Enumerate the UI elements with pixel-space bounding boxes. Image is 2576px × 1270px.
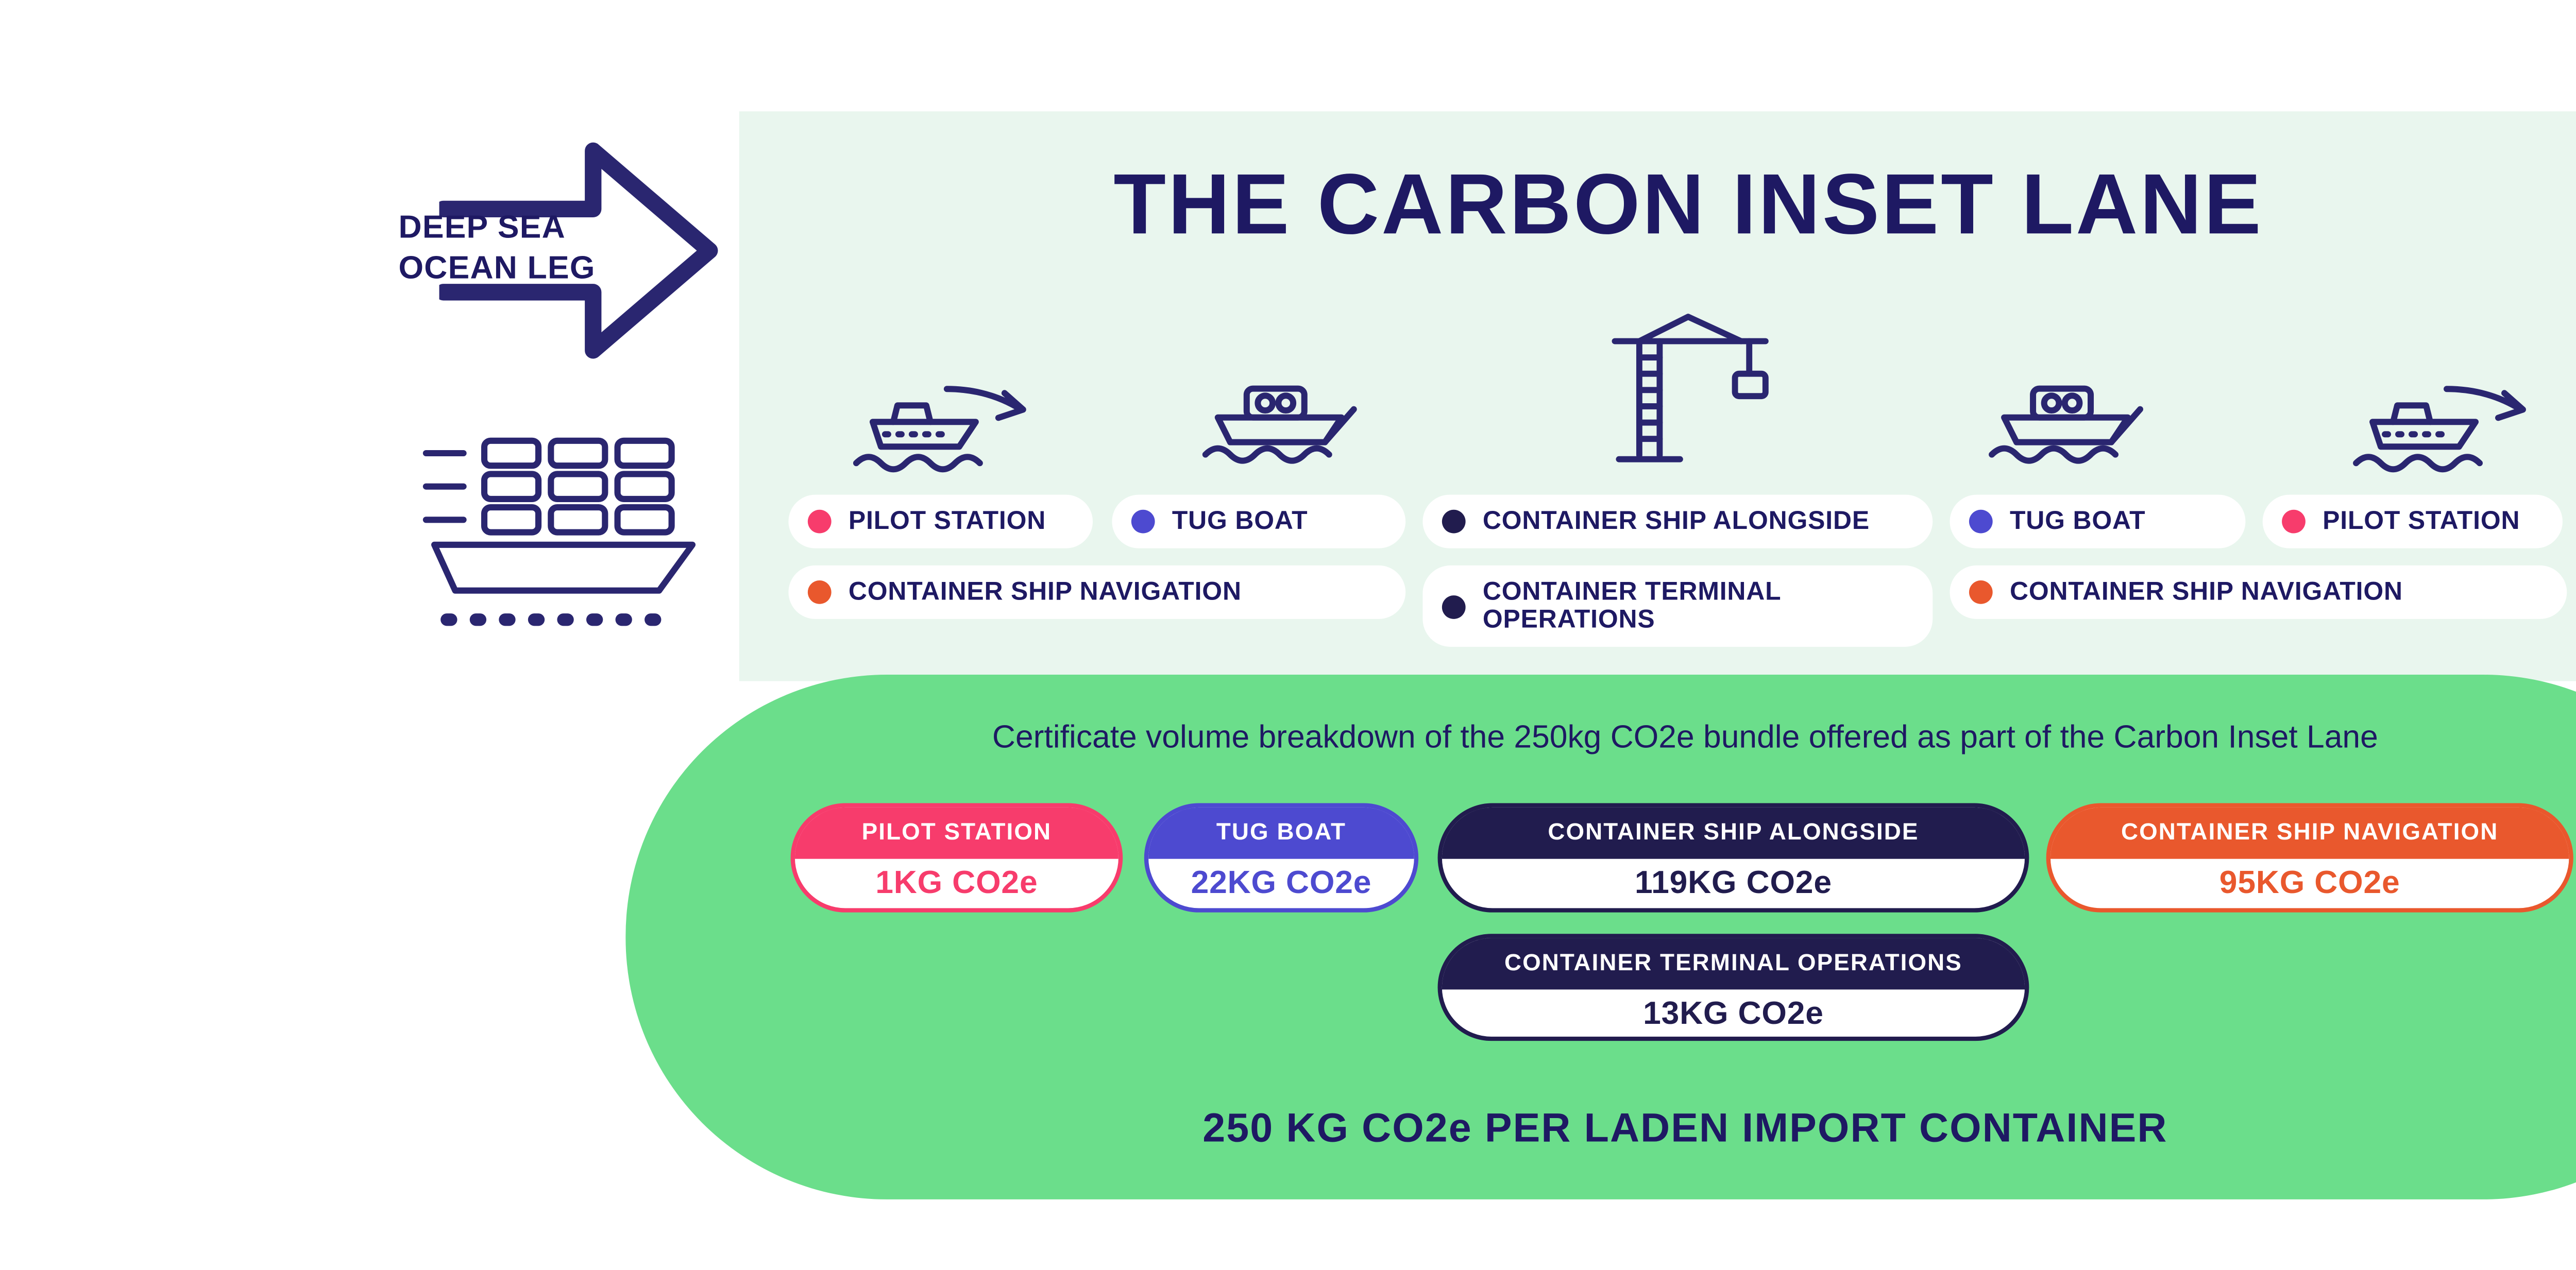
badge-container-ship-navigation: CONTAINER SHIP NAVIGATION 95KG CO2e [2046, 803, 2573, 913]
tug-boat-icon [1202, 385, 1357, 464]
stage-pill-ship-navigation-right: CONTAINER SHIP NAVIGATION [1950, 565, 2567, 619]
stage-pill-pilot-station-right: PILOT STATION [2262, 494, 2563, 548]
deep-sea-leg-left [439, 133, 722, 368]
navy-dot [1442, 594, 1466, 618]
badge-container-terminal-operations: CONTAINER TERMINAL OPERATIONS 13KG CO2e [1437, 934, 2029, 1041]
container-ship-icon [422, 437, 696, 626]
badge-header: TUG BOAT [1148, 807, 1414, 859]
tug-boat-icon-right [1982, 360, 2175, 467]
badge-value: 95KG CO2e [2219, 865, 2400, 902]
tug-boat-icon-left [1196, 360, 1388, 467]
pilot-station-icon-right [2346, 368, 2539, 475]
blue-dot [1969, 509, 1993, 534]
stage-pill-tug-boat-right: TUG BOAT [1950, 494, 2246, 548]
badge-value: 119KG CO2e [1635, 865, 1832, 902]
pilot-boat-icon [2353, 386, 2526, 473]
total-per-container-text: 250 KG CO2e PER LADEN IMPORT CONTAINER [1202, 1107, 2168, 1153]
port-crane-icon [1612, 314, 1769, 462]
navy-dot [1442, 509, 1466, 534]
orange-dot [1969, 580, 1993, 604]
pilot-boat-icon [853, 386, 1026, 473]
deep-sea-leg-left-label: DEEP SEA OCEAN LEG [398, 210, 596, 287]
stage-pill-pilot-station-left: PILOT STATION [788, 494, 1093, 548]
breakdown-intro-text: Certificate volume breakdown of the 250k… [992, 719, 2378, 757]
container-ship-left [411, 424, 707, 642]
badge-header: CONTAINER SHIP NAVIGATION [2050, 807, 2569, 859]
stage-pill-container-ship-alongside: CONTAINER SHIP ALONGSIDE [1422, 494, 1933, 548]
badge-pilot-station: PILOT STATION 1KG CO2e [790, 803, 1123, 913]
stage-pill-tug-boat-left: TUG BOAT [1112, 494, 1406, 548]
container-crane-icon [1564, 313, 1804, 475]
badge-value: 13KG CO2e [1643, 994, 1824, 1032]
orange-dot [807, 580, 832, 604]
arrow-right-icon [439, 142, 718, 359]
pink-dot [807, 509, 832, 534]
badge-header: CONTAINER SHIP ALONGSIDE [1442, 807, 2025, 859]
pilot-station-icon-left [846, 368, 1039, 475]
badge-container-ship-alongside: CONTAINER SHIP ALONGSIDE 119KG CO2e [1437, 803, 2029, 913]
stage-pill-ship-navigation-left: CONTAINER SHIP NAVIGATION [788, 565, 1406, 619]
badge-header: PILOT STATION [794, 807, 1118, 859]
tug-boat-icon [1989, 385, 2143, 464]
stage-pill-terminal-operations: CONTAINER TERMINAL OPERATIONS [1422, 565, 1933, 647]
page-title: THE CARBON INSET LANE [1113, 158, 2263, 253]
pink-dot [2282, 509, 2306, 534]
badge-tug-boat: TUG BOAT 22KG CO2e [1144, 803, 1419, 913]
blue-dot [1131, 509, 1155, 534]
badge-value: 22KG CO2e [1191, 865, 1372, 902]
badge-value: 1KG CO2e [875, 865, 1038, 902]
badge-header: CONTAINER TERMINAL OPERATIONS [1442, 938, 2025, 990]
